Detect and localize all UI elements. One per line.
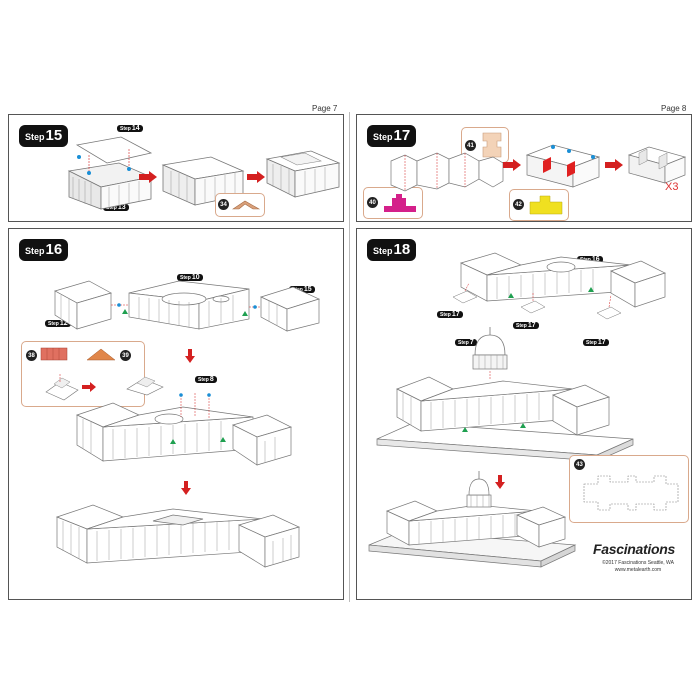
arrow-right-icon bbox=[605, 159, 623, 171]
wing-assembly-partial bbox=[161, 156, 245, 206]
parts-38-39-callout: 38 39 bbox=[21, 341, 145, 407]
part-42-callout: 42 bbox=[509, 189, 569, 221]
capitol-with-stairs-exploded bbox=[452, 252, 666, 320]
ref-number: 10 bbox=[191, 274, 200, 281]
ref-word: Step bbox=[440, 312, 451, 318]
wing-assembly-complete bbox=[265, 150, 341, 198]
folded-unit-complete bbox=[627, 146, 687, 184]
ref-number: 13 bbox=[117, 204, 126, 211]
arrow-right-icon bbox=[82, 382, 96, 392]
step-word: Step bbox=[373, 246, 393, 256]
part-41-number: 41 bbox=[465, 140, 476, 151]
ref-number: 7 bbox=[469, 339, 474, 346]
ref-word: Step bbox=[48, 321, 59, 327]
capitol-assembly-mid bbox=[76, 393, 292, 466]
copyright-text: ©2017 Fascinations Seattle, WA bbox=[602, 560, 674, 566]
step-word: Step bbox=[25, 246, 45, 256]
ref-word: Step bbox=[458, 340, 469, 346]
brand-logo: Fascinations bbox=[593, 541, 675, 557]
folded-unit-highlighted bbox=[525, 144, 601, 188]
ref-word: Step bbox=[106, 205, 117, 211]
part-39-number: 39 bbox=[120, 350, 131, 361]
part-40-shape bbox=[384, 194, 416, 212]
roof-piece-complete bbox=[126, 376, 164, 396]
arrow-down-icon bbox=[185, 349, 195, 363]
capitol-assembly-complete bbox=[55, 504, 300, 568]
step-number: 18 bbox=[393, 241, 411, 258]
step-number: 16 bbox=[45, 241, 63, 258]
step-word: Step bbox=[25, 132, 45, 142]
step-number: 15 bbox=[45, 127, 63, 144]
arrow-down-icon bbox=[495, 475, 505, 489]
page-number-right: Page 8 bbox=[661, 104, 687, 113]
ref-number: 14 bbox=[131, 125, 140, 132]
part-42-number: 42 bbox=[513, 199, 524, 210]
part-43-callout: 43 bbox=[569, 455, 689, 523]
ref-number: 15 bbox=[303, 286, 312, 293]
step-number: 17 bbox=[393, 127, 411, 144]
ref-word: Step bbox=[180, 275, 191, 281]
arrow-down-icon bbox=[181, 481, 191, 495]
part-34-callout: 34 bbox=[215, 193, 265, 217]
part-39-shape bbox=[86, 348, 116, 361]
ref-word: Step bbox=[516, 323, 527, 329]
ref-number: 17 bbox=[527, 322, 536, 329]
capitol-on-base-exploded bbox=[376, 376, 634, 462]
part-40-callout: 40 bbox=[363, 187, 423, 219]
center-divider bbox=[349, 112, 350, 602]
part-43-number: 43 bbox=[574, 459, 585, 470]
part-43-shape bbox=[583, 475, 679, 511]
wing-assembly-exploded bbox=[67, 136, 153, 210]
arrow-right-icon bbox=[139, 171, 157, 183]
roof-piece-exploded bbox=[45, 374, 79, 401]
part-42-shape bbox=[529, 195, 563, 215]
page-number-left: Page 7 bbox=[312, 104, 338, 113]
ref-number: 16 bbox=[591, 256, 600, 263]
capitol-exploded-view bbox=[54, 280, 320, 332]
ref-word: Step bbox=[198, 377, 209, 383]
ref-number: 12 bbox=[59, 320, 68, 327]
ref-number: 8 bbox=[209, 376, 214, 383]
part-34-number: 34 bbox=[218, 199, 229, 210]
dome-piece bbox=[472, 327, 508, 379]
ref-number: 17 bbox=[451, 311, 460, 318]
part-41-shape bbox=[482, 132, 502, 158]
part-40-number: 40 bbox=[367, 197, 378, 208]
part-34-shape bbox=[232, 200, 261, 210]
arrow-right-icon bbox=[247, 171, 265, 183]
ref-word: Step bbox=[120, 126, 131, 132]
ref-word: Step bbox=[586, 340, 597, 346]
capitol-final-model bbox=[368, 471, 577, 568]
part-38-shape bbox=[40, 347, 68, 361]
step-word: Step bbox=[373, 132, 393, 142]
part-38-number: 38 bbox=[26, 350, 37, 361]
quantity-multiplier: X3 bbox=[665, 181, 679, 193]
website-text: www.metalearth.com bbox=[614, 567, 662, 573]
arrow-right-icon bbox=[503, 159, 521, 171]
ref-number: 17 bbox=[597, 339, 606, 346]
flat-parts-sheet bbox=[390, 152, 504, 192]
